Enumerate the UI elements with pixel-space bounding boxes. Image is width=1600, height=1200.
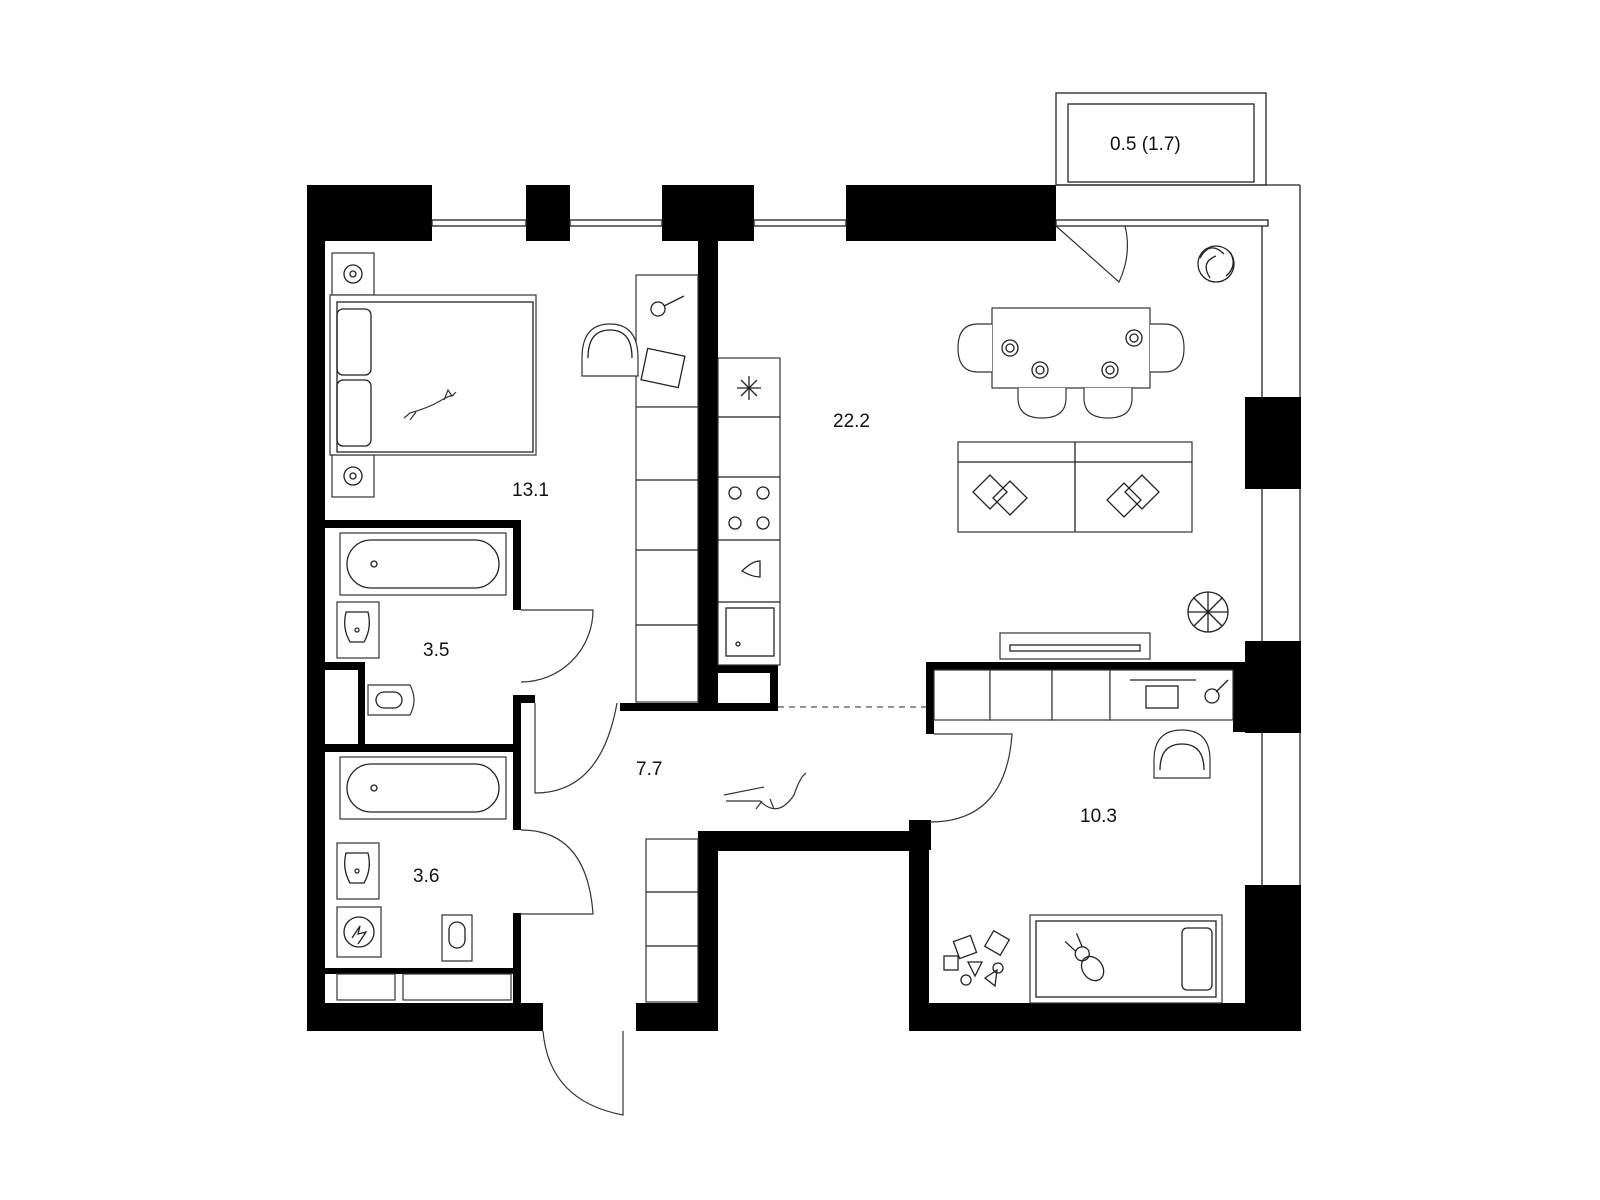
- kitchen: [717, 357, 781, 666]
- desk-chair: [581, 323, 639, 377]
- door-bathroom-2: [520, 829, 594, 915]
- chair: [1150, 323, 1185, 373]
- cushion: [992, 480, 1028, 516]
- cushion: [1106, 482, 1142, 518]
- door-bathroom-1: [520, 609, 594, 683]
- living-furniture: [957, 245, 1235, 660]
- room-labels: 13.1 3.5 3.6 7.7 22.2 10.3 0.5 (1.7): [413, 134, 1181, 887]
- bathtub: [339, 756, 507, 820]
- door-bedroom: [534, 702, 618, 794]
- shelf: [402, 973, 512, 1001]
- kids-desk: [1109, 669, 1234, 721]
- cushion: [972, 474, 1008, 510]
- hall-wardrobe: [645, 838, 699, 1003]
- door-entrance: [542, 1030, 624, 1116]
- stove-icon: [728, 486, 770, 530]
- bedroom-area-label: 13.1: [512, 480, 549, 501]
- bathroom-1-fixtures: [336, 532, 507, 716]
- cushion: [1124, 474, 1160, 510]
- shelf: [933, 669, 991, 721]
- plant-icon: [1187, 591, 1229, 633]
- balcony-area-label: 0.5 (1.7): [1110, 134, 1181, 155]
- water-drop-icon: [740, 560, 761, 578]
- toy-bunny-icon: [1064, 933, 1105, 982]
- bathroom-2-fixtures: [336, 756, 512, 1001]
- sink: [336, 842, 380, 900]
- snowflake-icon: [737, 376, 761, 400]
- lamp-icon: [1204, 688, 1220, 704]
- tv-stand: [999, 632, 1151, 660]
- pillow: [1181, 927, 1213, 991]
- interior-walls: [325, 241, 1246, 1031]
- shelf: [1051, 669, 1111, 721]
- door-balcony: [1055, 225, 1129, 283]
- living-kitchen-area-label: 22.2: [833, 411, 870, 432]
- plant-icon: [1197, 245, 1235, 283]
- bathroom-2-area-label: 3.6: [413, 866, 439, 887]
- lamp-icon: [650, 301, 666, 317]
- single-bed: [1029, 914, 1223, 1004]
- hallway-area-label: 7.7: [636, 759, 662, 780]
- bathroom-1-area-label: 3.5: [423, 640, 449, 661]
- sink: [336, 601, 380, 659]
- windows: [431, 185, 1301, 885]
- toys-icon: [943, 929, 1011, 988]
- chair: [957, 323, 992, 373]
- toilet: [367, 684, 415, 716]
- desk-chair: [1153, 729, 1211, 779]
- laptop-icon: [640, 347, 686, 389]
- hallway-furniture: [645, 772, 807, 1003]
- balcony: [1055, 92, 1300, 186]
- dining-table: [991, 307, 1151, 389]
- kids-room-area-label: 10.3: [1080, 806, 1117, 827]
- door-kids-room: [929, 733, 1013, 823]
- cat-icon: [403, 388, 457, 421]
- bathtub: [339, 532, 507, 596]
- doors: [520, 225, 1129, 1116]
- shelf: [989, 669, 1053, 721]
- shelf: [336, 973, 396, 1001]
- chair: [1083, 388, 1133, 419]
- cat-icon: [723, 772, 807, 810]
- bedroom-furniture: [329, 252, 699, 703]
- chair: [1017, 388, 1067, 419]
- wardrobe: [635, 406, 699, 703]
- kids-room-furniture: [933, 669, 1234, 1004]
- kitchen-sink: [725, 607, 775, 657]
